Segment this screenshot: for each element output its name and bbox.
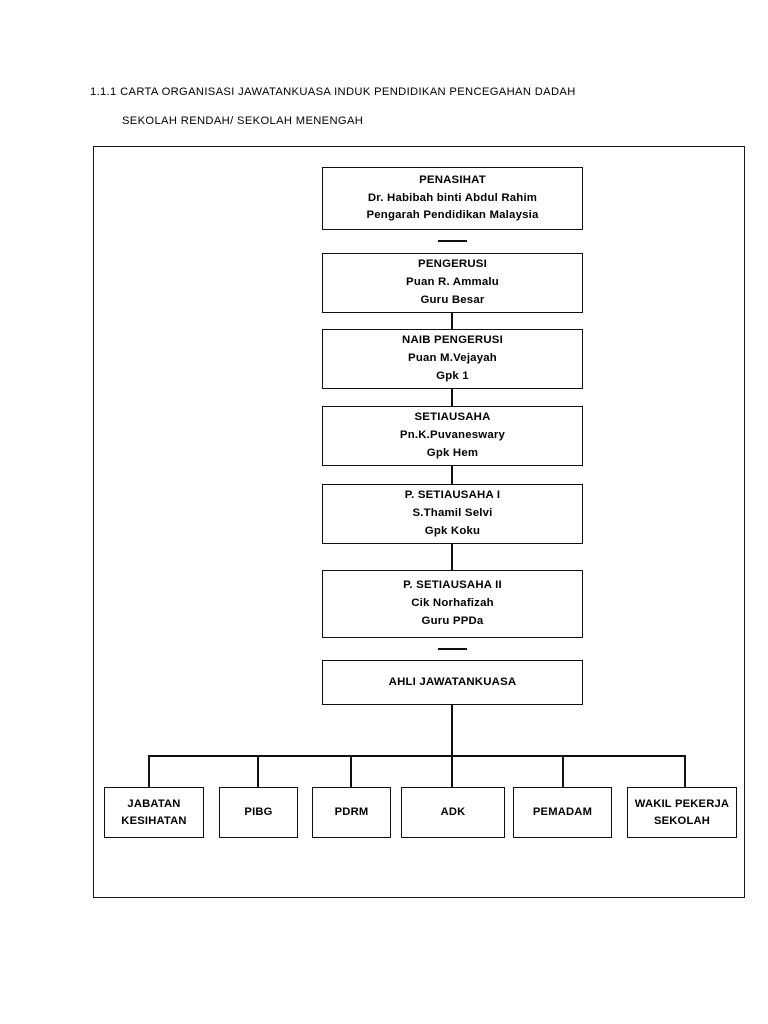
connector-penolong-2-ahli-jawatankuasa [438,648,467,651]
org-node-penolong-setiausaha-1[interactable]: P. SETIAUSAHA I S.Thamil Selvi Gpk Koku [322,484,583,544]
node-title: SETIAUSAHA [414,411,491,424]
page-title: 1.1.1 CARTA ORGANISASI JAWATANKUASA INDU… [90,86,576,98]
node-title: NAIB PENGERUSI [402,334,503,347]
connector-drop-pibg [257,755,259,788]
connector-pengerusi-naib-pengerusi [451,313,453,329]
page-subtitle: SEKOLAH RENDAH/ SEKOLAH MENENGAH [122,115,364,127]
node-person: Pn.K.Puvaneswary [399,429,506,442]
chart-frame [93,146,745,898]
connector-drop-wakil-pekerja-sekolah [684,755,686,788]
node-person: Dr. Habibah binti Abdul Rahim [367,191,538,204]
node-title: PENGERUSI [418,258,487,271]
member-label-line-1: JABATAN [127,797,181,810]
node-person: Cik Norhafizah [411,597,494,610]
org-member-pdrm[interactable]: PDRM [312,787,391,838]
node-role: Gpk Koku [424,524,481,537]
node-role: Pengarah Pendidikan Malaysia [366,209,539,222]
org-node-setiausaha[interactable]: SETIAUSAHA Pn.K.Puvaneswary Gpk Hem [322,406,583,466]
org-node-pengerusi[interactable]: PENGERUSI Puan R. Ammalu Guru Besar [322,253,583,313]
node-person: S.Thamil Selvi [412,507,493,520]
connector-drop-pdrm [350,755,352,788]
connector-penasihat-pengerusi [438,240,467,243]
member-label-line-1: PDRM [334,806,369,819]
node-title: P. SETIAUSAHA I [404,489,501,502]
node-role: Gpk 1 [436,369,469,382]
org-member-pibg[interactable]: PIBG [219,787,298,838]
member-label-line-1: ADK [440,806,466,819]
org-member-pemadam[interactable]: PEMADAM [513,787,612,838]
node-title: P. SETIAUSAHA II [403,579,502,592]
org-node-ahli-jawatankuasa[interactable]: AHLI JAWATANKUASA [322,660,583,705]
connector-member-bus [148,755,685,757]
node-person: Puan R. Ammalu [406,276,499,289]
member-label-line-2: SEKOLAH [653,814,711,827]
org-member-adk[interactable]: ADK [401,787,505,838]
connector-setiausaha-penolong-1 [451,466,453,484]
member-label-line-1: PEMADAM [532,806,593,819]
connector-drop-jabatan-kesihatan [148,755,150,788]
node-title: AHLI JAWATANKUASA [388,675,517,688]
connector-ahli-trunk [451,705,453,756]
connector-penolong-1-penolong-2 [451,544,453,570]
node-role: Gpk Hem [426,446,479,459]
node-title: PENASIHAT [419,173,486,186]
connector-drop-adk [451,755,453,788]
node-role: Guru Besar [420,293,485,306]
node-role: Guru PPDa [421,614,484,627]
member-label-line-2: KESIHATAN [121,814,187,827]
org-node-penolong-setiausaha-2[interactable]: P. SETIAUSAHA II Cik Norhafizah Guru PPD… [322,570,583,638]
member-label-line-1: PIBG [244,806,273,819]
org-node-penasihat[interactable]: PENASIHAT Dr. Habibah binti Abdul Rahim … [322,167,583,230]
org-member-jabatan-kesihatan[interactable]: JABATAN KESIHATAN [104,787,204,838]
member-label-line-1: WAKIL PEKERJA [634,797,730,810]
org-node-naib-pengerusi[interactable]: NAIB PENGERUSI Puan M.Vejayah Gpk 1 [322,329,583,389]
node-person: Puan M.Vejayah [408,352,497,365]
connector-drop-pemadam [562,755,564,788]
org-member-wakil-pekerja-sekolah[interactable]: WAKIL PEKERJA SEKOLAH [627,787,737,838]
connector-naib-pengerusi-setiausaha [451,389,453,406]
